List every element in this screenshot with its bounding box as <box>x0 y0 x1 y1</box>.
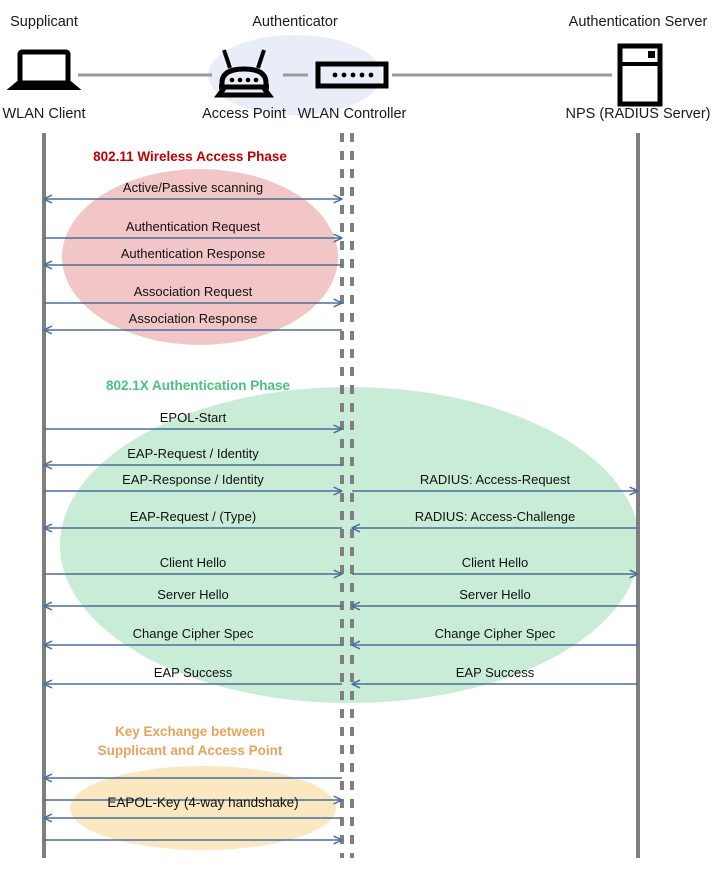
message-label-radius-phase-8021x-0: RADIUS: Access-Request <box>419 472 571 487</box>
actor-role-label-auth-server: Authentication Server <box>568 14 708 30</box>
phase-ellipse-phase-80211 <box>62 169 338 345</box>
message-label-radius-phase-8021x-5: EAP Success <box>455 665 535 680</box>
actor-device-label-wlan-controller: WLAN Controller <box>297 106 407 122</box>
actor-role-label-access-point: Authenticator <box>252 14 338 30</box>
message-label-phase-80211-0: Active/Passive scanning <box>122 180 264 195</box>
actor-device-label-access-point: Access Point <box>202 106 286 122</box>
ellipse-inner-label-phase-key-exchange: EAPOL-Key (4-way handshake) <box>107 795 299 810</box>
network-switch-icon <box>315 61 389 89</box>
phase-title-phase-80211: 802.11 Wireless Access Phase <box>93 149 287 164</box>
actor-device-label-supplicant: WLAN Client <box>2 106 86 122</box>
message-label-radius-phase-8021x-1: RADIUS: Access-Challenge <box>414 509 576 524</box>
message-label-phase-8021x-1: EAP-Request / Identity <box>127 446 259 461</box>
phase-ellipse-phase-key-exchange <box>70 766 336 850</box>
message-label-phase-80211-3: Association Request <box>133 284 253 299</box>
message-label-radius-phase-8021x-2: Client Hello <box>461 555 529 570</box>
message-label-phase-80211-2: Authentication Response <box>120 246 266 261</box>
message-label-radius-phase-8021x-4: Change Cipher Spec <box>434 626 556 641</box>
message-label-phase-8021x-2: EAP-Response / Identity <box>122 472 264 487</box>
message-label-phase-8021x-5: Server Hello <box>157 587 229 602</box>
message-label-phase-8021x-6: Change Cipher Spec <box>132 626 254 641</box>
message-arrows <box>44 199 638 840</box>
message-label-phase-80211-1: Authentication Request <box>125 219 261 234</box>
phase-title-phase-8021x: 802.1X Authentication Phase <box>105 378 291 393</box>
actor-device-label-auth-server: NPS (RADIUS Server) <box>565 106 711 122</box>
message-label-phase-80211-4: Association Response <box>128 311 258 326</box>
message-label-phase-8021x-4: Client Hello <box>159 555 227 570</box>
server-rack-icon <box>617 43 663 107</box>
wireless-router-icon <box>214 49 274 98</box>
message-label-phase-8021x-7: EAP Success <box>153 665 233 680</box>
message-label-radius-phase-8021x-3: Server Hello <box>459 587 531 602</box>
phase-ellipse-phase-8021x <box>60 387 640 703</box>
phase-ellipses <box>60 169 640 850</box>
message-label-phase-8021x-0: EPOL-Start <box>159 410 227 425</box>
actor-role-label-supplicant: Supplicant <box>10 14 78 30</box>
laptop-icon <box>6 49 82 90</box>
message-label-phase-8021x-3: EAP-Request / (Type) <box>129 509 257 524</box>
